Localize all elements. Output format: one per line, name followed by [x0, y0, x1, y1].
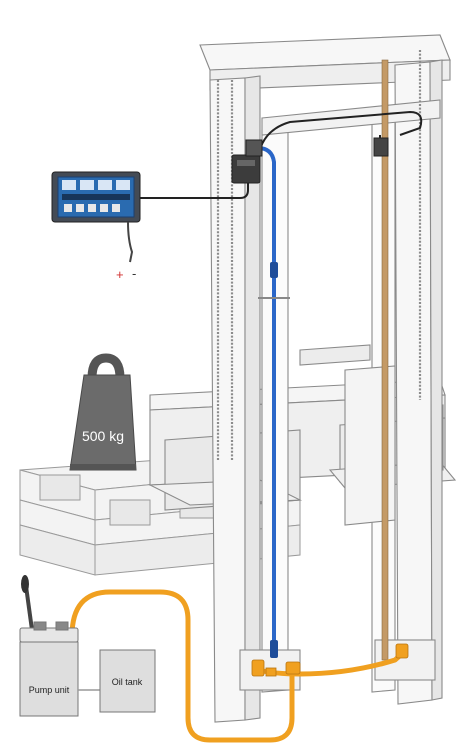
power-minus: -: [132, 266, 136, 281]
pump-lever-icon: [21, 575, 34, 631]
pump-head: [19, 621, 79, 643]
pressure-sensor-icon: [231, 139, 263, 184]
oil-tank-label: Oil tank: [112, 677, 143, 687]
power-plus: +: [116, 267, 124, 282]
mast: [199, 34, 451, 723]
position-sensor-icon: [373, 137, 389, 157]
lift-chains: [216, 50, 422, 460]
lift-cylinder: [381, 59, 389, 661]
pump-unit-label: Pump unit: [29, 685, 70, 695]
display-unit-icon: [51, 171, 141, 223]
pump-unit-box: [19, 641, 79, 717]
hose-fittings: [251, 643, 409, 677]
weight-icon: [69, 353, 137, 471]
oil-tank-box: [99, 649, 156, 713]
weight-label: 500 kg: [82, 428, 124, 444]
power-cable: [127, 221, 134, 263]
